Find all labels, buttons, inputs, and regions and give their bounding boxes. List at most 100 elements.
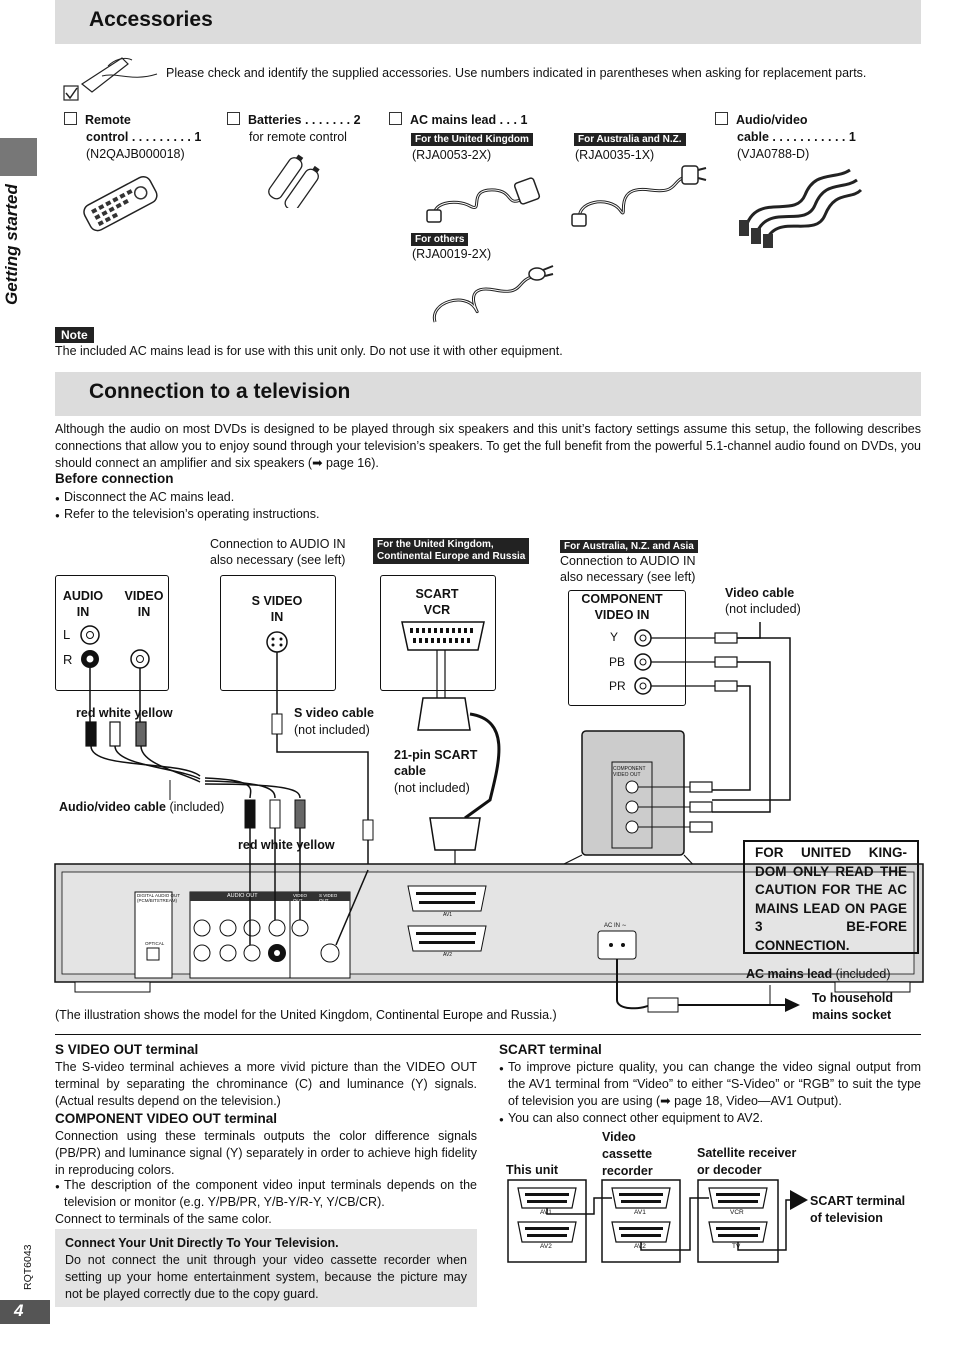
rwy-label-bottom: red white yellow [238, 838, 335, 852]
audio-in-label: AUDIO IN [62, 589, 104, 619]
chain-vcr-sat: VCR [730, 1209, 744, 1216]
euro-plug-lead-icon [432, 265, 554, 323]
tv-scart-label: SCART terminal of television [810, 1194, 906, 1225]
this-unit-label: This unit [506, 1163, 559, 1177]
component-bullets: The description of the component video i… [55, 1177, 477, 1211]
connection-title: Connection to a television [89, 380, 351, 403]
component-audio-note-2: also necessary (see left) [560, 570, 696, 584]
section-tab-marker [0, 138, 37, 176]
av-cable-part: (VJA0788-D) [737, 147, 810, 161]
before-connection-heading: Before connection [55, 471, 174, 486]
right-channel-label: R [63, 652, 73, 667]
accessories-intro: Please check and identify the supplied a… [166, 66, 867, 80]
note-label: Note [55, 327, 94, 343]
section-label: Getting started [2, 184, 21, 305]
scart-bullets: To improve picture quality, you can chan… [499, 1059, 921, 1128]
remote-name: Remote [85, 113, 131, 127]
tag-au-asia: For Australia, N.Z. and Asia [560, 538, 698, 553]
pb-label: PB [609, 655, 626, 669]
vcr-label: Video cassette recorder [602, 1130, 653, 1178]
chain-av2-unit: AV2 [540, 1243, 552, 1250]
checkbox-remote[interactable] [64, 112, 77, 125]
satellite-label: Satellite receiver or decoder [697, 1146, 797, 1177]
list-item: You can also connect other equipment to … [499, 1110, 921, 1128]
note-text: The included AC mains lead is for use wi… [55, 344, 563, 358]
digital-out-label: DIGITAL AUDIO OUT (PCM/BITSTREAM) [137, 893, 181, 903]
ac-lead-name: AC mains lead . . . 1 [410, 113, 528, 127]
chain-av1-unit: AV1 [540, 1209, 552, 1216]
y-label: Y [610, 630, 619, 644]
accessory-av-cable: Audio/video cable . . . . . . . . . . . … [715, 112, 856, 163]
av2-label: AV2 [443, 952, 453, 958]
av-cable-name: Audio/video [736, 113, 808, 127]
video-out-label: VIDEO OUT [293, 893, 308, 903]
uk-plug-lead-icon [426, 177, 541, 223]
av-cable-label: Audio/video cable (included) [59, 800, 225, 814]
tag-uk: For the United Kingdom [411, 131, 533, 146]
component-audio-note-1: Connection to AUDIO IN [560, 554, 696, 568]
s-video-out-heading: S VIDEO OUT terminal [55, 1042, 199, 1057]
s-video-cable-not-included: (not included) [294, 723, 370, 737]
ac-lead-uk-part: (RJA0053-2X) [412, 148, 492, 162]
pr-label: PR [609, 679, 626, 693]
s-video-in-label: S VIDEO IN [251, 594, 303, 624]
component-out-heading: COMPONENT VIDEO OUT terminal [55, 1111, 278, 1126]
remote-part: (N2QAJB000018) [86, 147, 185, 161]
scart-cable-not-included: (not included) [394, 781, 470, 795]
caution-text: Do not connect the unit through your vid… [65, 1253, 467, 1301]
optical-label: OPTICAL [145, 941, 165, 946]
scart-cable-label: 21-pin SCART [394, 748, 478, 762]
list-item: Refer to the television’s operating inst… [55, 506, 555, 524]
batteries-desc: for remote control [249, 130, 347, 144]
audio-out-label: AUDIO OUT [227, 893, 258, 899]
tag-australia: For Australia and N.Z. [574, 131, 686, 146]
accessory-batteries: Batteries . . . . . . . 2 for remote con… [227, 112, 361, 146]
household-socket-label: To household mains socket [812, 991, 894, 1022]
accessory-remote: Remote control . . . . . . . . . 1 (N2QA… [64, 112, 201, 163]
list-item: The description of the component video i… [55, 1177, 477, 1211]
connection-intro: Although the audio on most DVDs is desig… [55, 422, 921, 470]
checkbox-ac-lead[interactable] [389, 112, 402, 125]
video-cable-label: Video cable [725, 586, 795, 600]
accessories-banner: Accessories [55, 0, 921, 44]
accessory-ac-lead: AC mains lead . . . 1 [389, 112, 527, 129]
document-code: RQT6043 [22, 1244, 34, 1290]
remote-control-icon [83, 175, 158, 232]
batteries-name: Batteries . . . . . . . 2 [248, 113, 361, 127]
scart-chain-diagram [507, 1179, 808, 1263]
au-plug-lead-icon [571, 165, 707, 227]
scart-cable-label-2: cable [394, 764, 426, 778]
video-cable-not-included: (not included) [725, 602, 801, 616]
list-item: Disconnect the AC mains lead. [55, 489, 555, 507]
ac-mains-lead-label: AC mains lead (included) [746, 967, 891, 981]
list-item: To improve picture quality, you can chan… [499, 1059, 921, 1110]
checkbox-batteries[interactable] [227, 112, 240, 125]
ac-lead-others-part: (RJA0019-2X) [412, 247, 492, 261]
checkbox-av-cable[interactable] [715, 112, 728, 125]
page-number: 4 [0, 1300, 50, 1324]
before-connection-list: Disconnect the AC mains lead. Refer to t… [55, 489, 555, 524]
uk-warning-box: FOR UNITED KING-DOM ONLY READ THE CAUTIO… [743, 840, 919, 954]
tag-others: For others [411, 231, 469, 246]
connection-banner: Connection to a television [55, 372, 921, 416]
checklist-hand-icon [63, 57, 158, 101]
svideo-audio-note-2: also necessary (see left) [210, 553, 346, 567]
av-cable-qty: cable . . . . . . . . . . . 1 [737, 130, 856, 144]
ac-in-label: AC IN ∼ [604, 923, 627, 929]
component-connect-text: Connect to terminals of the same color. [55, 1212, 272, 1226]
scart-vcr-label: SCART VCR [415, 587, 459, 617]
component-out-small-label: COMPONENT VIDEO OUT [613, 766, 646, 778]
chain-av2-vcr: AV2 [634, 1243, 646, 1250]
av1-label: AV1 [443, 912, 453, 918]
caution-heading: Connect Your Unit Directly To Your Telev… [65, 1236, 339, 1250]
divider [55, 1034, 921, 1035]
s-video-cable-label: S video cable [294, 706, 374, 720]
remote-qty: control . . . . . . . . . 1 [86, 130, 202, 144]
component-in-label: COMPONENT VIDEO IN [581, 592, 663, 622]
caution-box: Connect Your Unit Directly To Your Telev… [55, 1229, 477, 1307]
s-video-out-label: S VIDEO OUT [319, 893, 338, 903]
chain-av1-vcr: AV1 [634, 1209, 646, 1216]
svideo-audio-note-1: Connection to AUDIO IN [210, 537, 346, 551]
illustration-note: (The illustration shows the model for th… [55, 1008, 557, 1022]
tv-audio-video-in-panel [55, 575, 169, 691]
